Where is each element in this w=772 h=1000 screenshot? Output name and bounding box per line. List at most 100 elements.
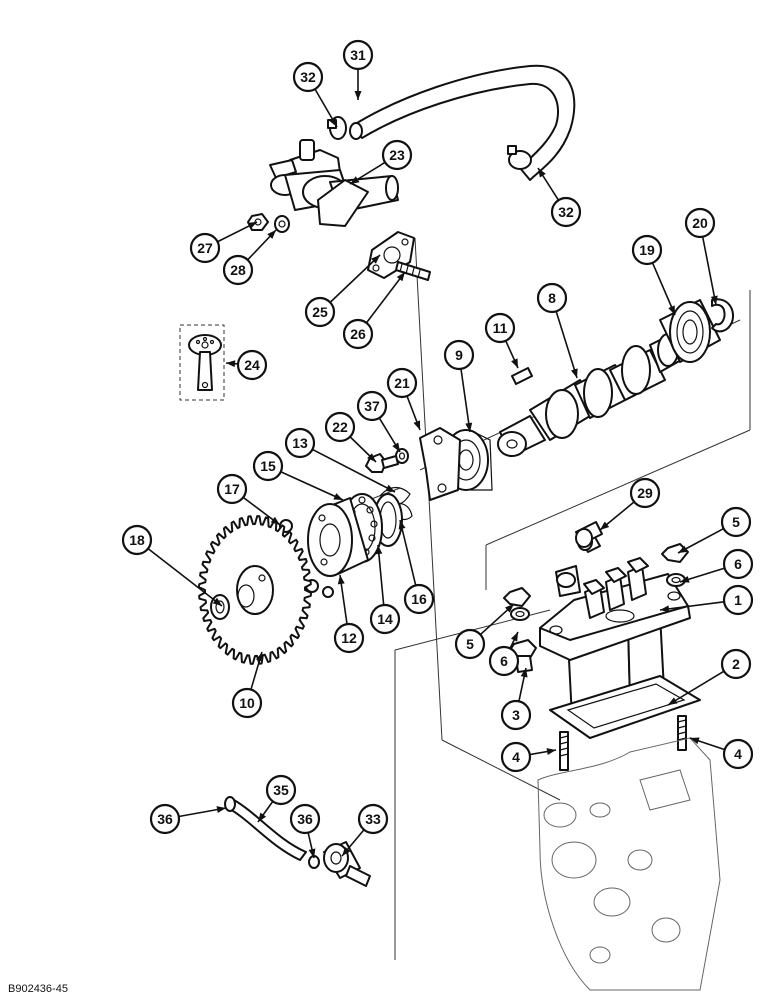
- callout-circle: [189, 232, 221, 264]
- callout-label: 36: [297, 811, 313, 827]
- leader-line-c1: [659, 600, 725, 611]
- callout-c2: 2: [720, 648, 752, 680]
- callout-circle: [342, 39, 374, 71]
- leader-arrow-c2: [668, 697, 678, 705]
- callout-label: 10: [239, 695, 255, 711]
- stud-4a: [559, 731, 569, 771]
- callout-c31: 31: [342, 39, 374, 71]
- washer-6a: [666, 573, 686, 587]
- callout-label: 27: [197, 240, 213, 256]
- callout-label: 13: [292, 435, 308, 451]
- callout-label: 24: [244, 357, 260, 373]
- callout-c6b: 6: [488, 645, 520, 677]
- leader-line-c13: [312, 448, 396, 493]
- leader-arrow-c5b: [504, 604, 514, 613]
- leader-arrow-c17: [270, 516, 280, 525]
- leader-arrow-c11: [511, 358, 518, 368]
- callout-label: 20: [692, 215, 708, 231]
- leader-arrow-c26: [396, 272, 405, 282]
- callout-label: 32: [300, 69, 316, 85]
- callout-circle: [443, 339, 475, 371]
- callout-circle: [550, 196, 582, 228]
- callout-circle: [720, 648, 752, 680]
- callout-label: 1: [734, 592, 742, 608]
- callout-circle: [289, 803, 321, 835]
- callout-c36b: 36: [289, 803, 321, 835]
- leader-arrow-c6a: [680, 575, 690, 583]
- leader-arrow-c36a: [216, 806, 226, 814]
- leader-line-c2: [667, 670, 725, 706]
- callout-c20: 20: [684, 207, 716, 239]
- callout-c32a: 32: [292, 61, 324, 93]
- leader-arrow-c1: [660, 605, 670, 613]
- callout-circle: [500, 699, 532, 731]
- hose-35: [227, 799, 307, 861]
- callout-c1: 1: [722, 584, 754, 616]
- callout-c21: 21: [386, 367, 418, 399]
- callout-circle: [722, 584, 754, 616]
- leader-arrow-c15: [333, 493, 343, 500]
- leader-arrow-c12: [337, 575, 345, 585]
- callout-c13: 13: [284, 427, 316, 459]
- leader-arrow-c4a: [546, 748, 556, 755]
- callout-c29: 29: [629, 477, 661, 509]
- callout-label: 29: [637, 485, 653, 501]
- callout-circle: [536, 282, 568, 314]
- washer-6b: [510, 607, 530, 621]
- callout-label: 16: [411, 591, 427, 607]
- leader-arrow-c19: [668, 305, 675, 315]
- leader-arrow-c22: [367, 453, 376, 462]
- callout-label: 28: [230, 262, 246, 278]
- callout-circle: [292, 61, 324, 93]
- callout-label: 5: [466, 636, 474, 652]
- leader-arrow-c29: [600, 521, 610, 530]
- gasket-2: [549, 675, 701, 739]
- leader-arrow-c14: [375, 545, 383, 555]
- stud-4b: [677, 715, 687, 751]
- callout-label: 26: [350, 326, 366, 342]
- callout-circle: [231, 687, 263, 719]
- washer-28: [274, 215, 290, 233]
- leader-arrow-c10: [256, 652, 263, 662]
- callout-circle: [500, 741, 532, 773]
- leader-line-c15: [280, 471, 344, 501]
- leader-line-c9: [460, 368, 471, 433]
- callout-label: 17: [224, 481, 240, 497]
- callout-circle: [356, 390, 388, 422]
- callout-circle: [252, 450, 284, 482]
- callout-label: 33: [365, 811, 381, 827]
- gear-10: [198, 515, 312, 665]
- callout-circle: [684, 207, 716, 239]
- callout-c35: 35: [265, 774, 297, 806]
- nut-5b: [503, 587, 531, 607]
- leader-arrow-c24: [226, 360, 236, 368]
- callout-c6a: 6: [722, 548, 754, 580]
- leader-lines: [147, 69, 725, 859]
- leader-line-c8: [555, 311, 578, 379]
- leader-arrow-c13: [385, 484, 395, 492]
- callout-label: 36: [157, 811, 173, 827]
- callout-c14: 14: [369, 603, 401, 635]
- leader-arrow-c36b: [308, 848, 316, 858]
- callout-c22: 22: [324, 411, 356, 443]
- leader-line-c14: [377, 544, 385, 606]
- callout-circle: [381, 139, 413, 171]
- leader-line-c26: [365, 271, 406, 324]
- figure-code: B902436-45: [8, 983, 68, 995]
- callout-circle: [369, 603, 401, 635]
- callout-circle: [149, 803, 181, 835]
- leader-arrow-c27: [247, 222, 257, 230]
- callout-label: 14: [377, 611, 393, 627]
- feed-pump-housing: [269, 139, 399, 227]
- callout-label: 8: [548, 290, 556, 306]
- stud-26: [395, 261, 431, 281]
- callout-label: 2: [732, 656, 740, 672]
- banjo-fitting-29: [575, 521, 603, 548]
- callout-c10: 10: [231, 687, 263, 719]
- engine-block-outline: [537, 737, 721, 991]
- callout-c28: 28: [222, 254, 254, 286]
- callout-circle: [629, 477, 661, 509]
- leader-arrow-c25: [371, 255, 380, 264]
